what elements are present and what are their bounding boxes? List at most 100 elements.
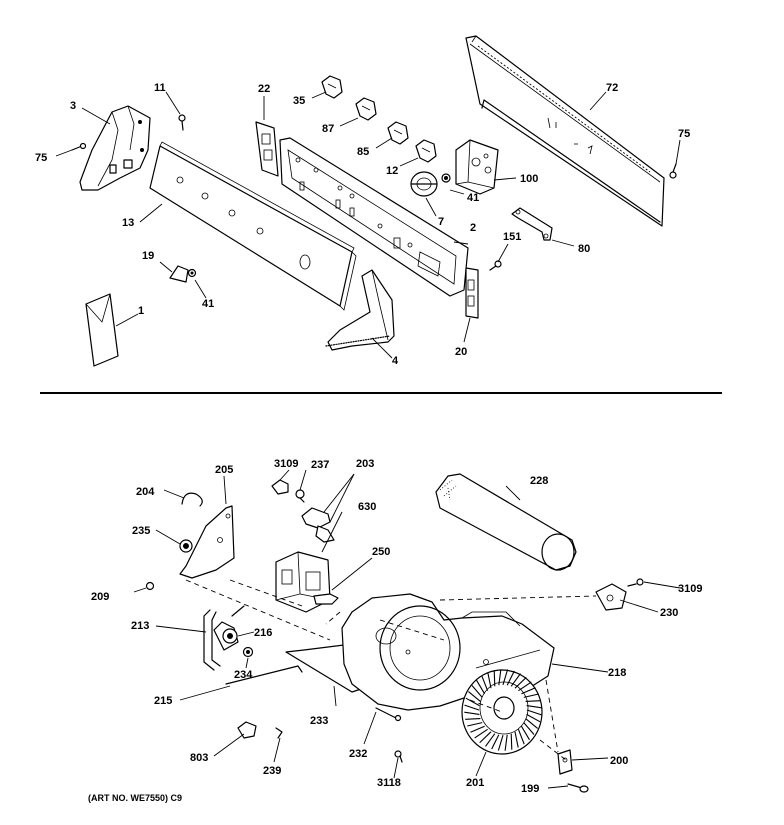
art-number: (ART NO. WE7550) C9 [88, 793, 182, 803]
fan-blade [485, 733, 496, 747]
label-3109-lower: 3109 [678, 583, 702, 595]
label-41-lower: 41 [202, 298, 214, 310]
timer-100 [455, 139, 499, 195]
fan-blade [523, 693, 539, 698]
label-87: 87 [322, 123, 334, 135]
bracket-200 [557, 749, 573, 775]
label-250: 250 [372, 546, 390, 558]
fan-blade [476, 679, 486, 695]
fan-blade [521, 687, 536, 695]
clip-3109-upper [271, 479, 289, 495]
label-20: 20 [455, 346, 467, 358]
fan-blade [474, 728, 488, 739]
label-234: 234 [234, 669, 253, 681]
alignment-dashes [185, 579, 597, 761]
timer-knob [410, 171, 438, 197]
label-230: 230 [660, 607, 678, 619]
rear-cover-72 [465, 35, 665, 227]
idler-assembly [203, 605, 303, 685]
bracket-205 [179, 505, 235, 579]
fan-blade [493, 670, 496, 687]
label-151: 151 [503, 231, 521, 243]
fan-blade [481, 675, 489, 691]
label-4: 4 [392, 355, 399, 367]
label-216: 216 [254, 627, 272, 639]
label-11: 11 [154, 82, 166, 94]
label-41-upper: 41 [467, 192, 479, 204]
label-201: 201 [466, 777, 484, 789]
fan-blade [502, 669, 509, 685]
label-213: 213 [131, 620, 149, 632]
ring-41-upper [441, 173, 451, 183]
bracket-80 [511, 207, 553, 241]
fan-blade [470, 725, 485, 733]
control-mounting-panel [279, 137, 469, 297]
label-1: 1 [138, 305, 144, 317]
clip-85 [387, 121, 409, 145]
screw-199 [567, 783, 589, 793]
label-12: 12 [386, 165, 398, 177]
part-number-labels: 3 11 75 13 22 35 87 85 12 72 75 100 41 7… [35, 82, 702, 803]
end-cap-left [79, 105, 151, 191]
label-7: 7 [438, 216, 444, 228]
label-233: 233 [310, 715, 328, 727]
part-237 [295, 489, 305, 503]
switch-bracket-22 [255, 121, 279, 177]
label-35: 35 [293, 95, 305, 107]
indicator-19 [169, 265, 189, 283]
label-630: 630 [358, 501, 376, 513]
part-234 [242, 646, 254, 658]
label-199: 199 [521, 783, 539, 795]
fan-blade [497, 735, 504, 751]
clip-87 [355, 97, 377, 121]
label-239: 239 [263, 765, 281, 777]
fan-blade [464, 704, 480, 711]
fan-blade [468, 691, 481, 702]
fan-blade [471, 685, 483, 698]
fan-blade [526, 709, 542, 716]
label-19: 19 [142, 250, 154, 262]
label-232: 232 [349, 748, 367, 760]
fan-blade [498, 669, 502, 686]
label-204: 204 [136, 486, 155, 498]
label-3: 3 [70, 100, 76, 112]
label-205: 205 [215, 464, 233, 476]
part-803 [237, 721, 257, 739]
label-2: 2 [470, 222, 476, 234]
label-72: 72 [606, 82, 618, 94]
drive-motor [275, 551, 339, 613]
label-3109-upper: 3109 [274, 458, 298, 470]
screw-11 [178, 114, 186, 131]
label-209: 209 [91, 591, 109, 603]
literature-envelope [85, 293, 119, 367]
fan-blade [487, 672, 492, 689]
label-75-left: 75 [35, 152, 47, 164]
label-203: 203 [356, 458, 374, 470]
label-235: 235 [132, 525, 150, 537]
backsplash-panel [149, 141, 357, 311]
fan-blade [525, 700, 541, 702]
part-203 [301, 507, 335, 543]
fan-blade [525, 718, 538, 729]
fan-blade [506, 670, 515, 686]
ring-41-lower [187, 268, 197, 278]
fan-blade [504, 734, 508, 751]
fan-blade [467, 722, 483, 727]
label-237: 237 [311, 459, 329, 471]
fan-blade [465, 718, 481, 720]
label-218: 218 [608, 667, 626, 679]
label-85: 85 [357, 146, 369, 158]
side-bracket-20 [465, 267, 479, 319]
lower-leader-lines [133, 469, 681, 789]
fan-blade [479, 731, 492, 743]
fan-blade [518, 681, 532, 692]
upper-leader-lines [55, 91, 681, 359]
fan-blade [526, 713, 541, 723]
fan-blade [517, 729, 525, 745]
label-3118: 3118 [377, 777, 401, 789]
fan-blade [514, 731, 519, 748]
label-215: 215 [154, 695, 172, 707]
blower-wheel [461, 669, 543, 755]
fan-blade [520, 725, 530, 741]
